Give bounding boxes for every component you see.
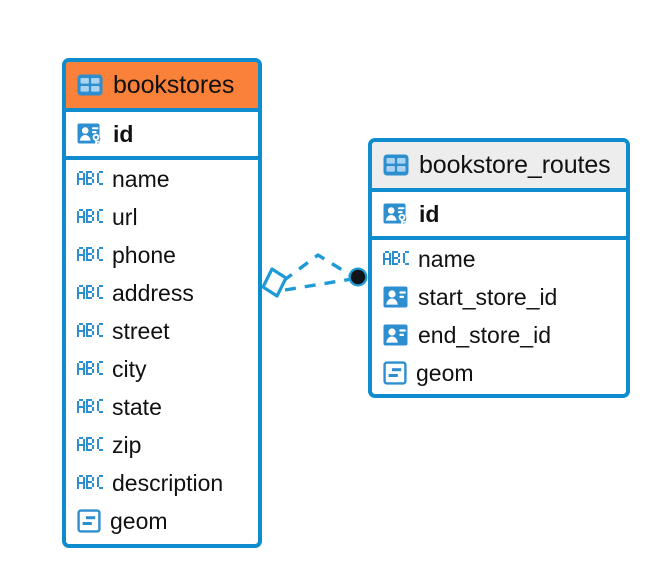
geometry-icon (77, 509, 101, 533)
text-abc-icon (77, 209, 103, 225)
field-row-geom[interactable]: geom (372, 354, 626, 392)
relationship-line-upper (281, 252, 353, 283)
field-label: city (112, 355, 147, 382)
field-row-city[interactable]: city (66, 350, 258, 388)
field-label: geom (416, 359, 474, 386)
field-label: street (112, 317, 170, 344)
entity-table-bookstore-routes[interactable]: bookstore_routes (368, 138, 630, 398)
primary-key-icon (77, 121, 104, 148)
header-divider (372, 188, 626, 192)
field-label: state (112, 393, 162, 420)
field-row-name[interactable]: name (66, 160, 258, 198)
foreign-key-icon (383, 323, 409, 347)
field-list-bookstores: name u (66, 160, 258, 540)
field-label-id: id (113, 120, 134, 147)
field-label: description (112, 469, 224, 496)
rhombus-endpoint (261, 267, 288, 298)
text-abc-icon (77, 475, 103, 491)
field-row-primary-key[interactable]: id (372, 192, 626, 236)
text-abc-icon (77, 285, 103, 301)
text-abc-icon (77, 247, 103, 263)
filled-circle-endpoint (348, 267, 368, 287)
entity-table-bookstores[interactable]: bookstores (62, 58, 262, 548)
relationship-line-lower (284, 277, 353, 292)
text-abc-icon (77, 361, 103, 377)
text-abc-icon (383, 251, 409, 267)
field-row-url[interactable]: url (66, 198, 258, 236)
entity-title-bookstore-routes: bookstore_routes (419, 150, 611, 179)
field-row-name[interactable]: name (372, 240, 626, 278)
entity-header-bookstore-routes: bookstore_routes (372, 142, 626, 188)
header-divider (66, 108, 258, 112)
field-row-primary-key[interactable]: id (66, 112, 258, 156)
field-row-street[interactable]: street (66, 312, 258, 350)
field-row-end-store-id[interactable]: end_store_id (372, 316, 626, 354)
field-label: start_store_id (418, 283, 558, 310)
field-row-geom[interactable]: geom (66, 502, 258, 540)
primary-key-icon (383, 201, 410, 228)
field-label-id: id (419, 200, 440, 227)
primary-key-divider (66, 156, 258, 160)
field-row-address[interactable]: address (66, 274, 258, 312)
entity-header-bookstores: bookstores (66, 62, 258, 108)
field-label: name (418, 245, 476, 272)
field-label: geom (110, 507, 168, 534)
text-abc-icon (77, 399, 103, 415)
field-label: zip (112, 431, 142, 458)
field-label: end_store_id (418, 321, 551, 348)
foreign-key-icon (383, 285, 409, 309)
field-row-phone[interactable]: phone (66, 236, 258, 274)
field-label: address (112, 279, 194, 306)
field-row-start-store-id[interactable]: start_store_id (372, 278, 626, 316)
text-abc-icon (77, 437, 103, 453)
geometry-icon (383, 361, 407, 385)
text-abc-icon (77, 323, 103, 339)
field-row-description[interactable]: description (66, 464, 258, 502)
field-label: phone (112, 241, 176, 268)
field-row-state[interactable]: state (66, 388, 258, 426)
primary-key-divider (372, 236, 626, 240)
table-grid-icon (383, 154, 409, 176)
table-grid-icon (77, 74, 103, 96)
entity-title-bookstores: bookstores (113, 70, 235, 99)
field-list-bookstore-routes: name start_store_id (372, 240, 626, 392)
field-label: url (112, 203, 138, 230)
field-label: name (112, 165, 170, 192)
field-row-zip[interactable]: zip (66, 426, 258, 464)
text-abc-icon (77, 171, 103, 187)
